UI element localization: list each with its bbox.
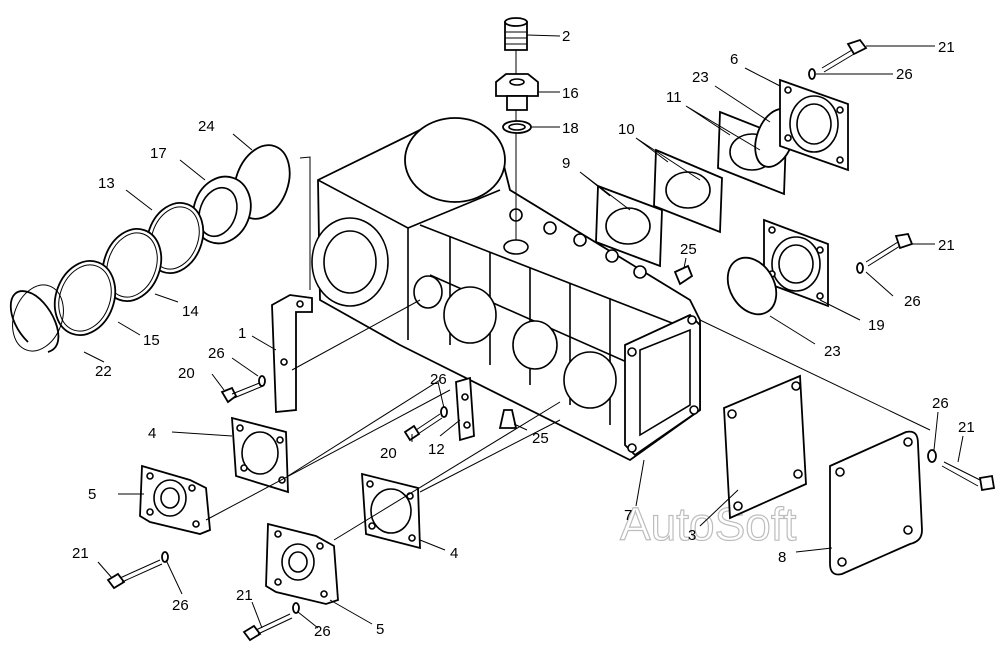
bolt-21-lower (242, 613, 293, 642)
callout-5-lower: 5 (376, 621, 384, 638)
callout-4-left: 4 (148, 425, 156, 442)
callout-14: 14 (182, 303, 199, 320)
callout-26-lower-right: 26 (932, 395, 949, 412)
washer-26-mid (440, 406, 448, 418)
gasket-10 (653, 148, 723, 234)
nipple-25-upper (673, 264, 694, 286)
callout-26-right: 26 (904, 293, 921, 310)
callout-2: 2 (562, 28, 570, 45)
gasket-4-left (231, 416, 289, 494)
callout-25-upper: 25 (680, 241, 697, 258)
callout-17: 17 (150, 145, 167, 162)
callout-3: 3 (688, 527, 696, 544)
fitting-16 (495, 73, 539, 111)
cover-6 (779, 78, 849, 172)
bracket-1 (271, 294, 313, 413)
callout-5-left: 5 (88, 486, 96, 503)
callout-26-lower: 26 (314, 623, 331, 640)
leader-lines (83, 34, 964, 629)
plug-2 (504, 17, 528, 51)
callout-20-mid: 20 (380, 445, 397, 462)
callout-25-lower: 25 (532, 430, 549, 447)
callout-20-left: 20 (178, 365, 195, 382)
callout-21-lower: 21 (236, 587, 253, 604)
cover-8 (829, 430, 923, 576)
callout-24: 24 (198, 118, 215, 135)
callout-18: 18 (562, 120, 579, 137)
housing-body (311, 117, 701, 462)
flange-5-lower (265, 522, 339, 605)
bolt-20-mid (403, 413, 443, 442)
watermark: AutoSoft (620, 498, 797, 550)
callout-11: 11 (666, 89, 682, 106)
callout-23-right: 23 (824, 343, 841, 360)
plate-12 (455, 376, 475, 442)
washer-26-top (808, 68, 816, 80)
bolt-21-right (865, 232, 914, 267)
callout-19: 19 (868, 317, 885, 334)
nipple-25-lower (498, 409, 518, 429)
bolt-21-left (106, 559, 163, 590)
bolt-20-left (220, 381, 264, 404)
gasket-9 (595, 184, 663, 268)
callout-9: 9 (562, 155, 570, 172)
axis-line-left (299, 156, 311, 290)
callout-labels: 2 16 18 21 26 6 23 11 10 9 25 21 26 19 2… (72, 28, 975, 640)
washer-26-left (258, 375, 266, 387)
callout-22: 22 (95, 363, 112, 380)
gasket-3 (723, 374, 807, 520)
washer-26-right (856, 262, 864, 274)
oring-23-right (726, 256, 778, 316)
callout-21-right: 21 (938, 237, 955, 254)
ring-15 (53, 260, 117, 336)
washer-26-lower (292, 602, 300, 614)
washer-18 (502, 120, 532, 134)
callout-21-top: 21 (938, 39, 955, 56)
callout-26-left: 26 (208, 345, 225, 362)
gasket-4-lower (361, 472, 421, 550)
callout-12: 12 (428, 441, 445, 458)
callout-13: 13 (98, 175, 115, 192)
callout-6: 6 (730, 51, 738, 68)
callout-26-mid: 26 (430, 371, 447, 388)
callout-7: 7 (624, 507, 632, 524)
bolt-21-lower-right (941, 461, 996, 492)
flange-5-left (139, 464, 211, 535)
sleeve-17 (192, 175, 252, 245)
snap-ring-22 (9, 284, 64, 353)
ring-14 (101, 228, 163, 302)
callout-21-left: 21 (72, 545, 89, 562)
callout-16: 16 (562, 85, 579, 102)
washer-26-left-lower (161, 551, 169, 563)
washer-26-lower-right (927, 449, 937, 463)
cover-19 (763, 218, 829, 308)
callout-21-lower-right: 21 (958, 419, 975, 436)
callout-15: 15 (143, 332, 160, 349)
callout-4-lower: 4 (450, 545, 458, 562)
callout-26-left-lower: 26 (172, 597, 189, 614)
callout-23-top: 23 (692, 69, 709, 86)
callout-1: 1 (238, 325, 246, 342)
callout-10: 10 (618, 121, 635, 138)
callout-26-top: 26 (896, 66, 913, 83)
callout-8: 8 (778, 549, 786, 566)
bolt-21-top (821, 38, 868, 73)
